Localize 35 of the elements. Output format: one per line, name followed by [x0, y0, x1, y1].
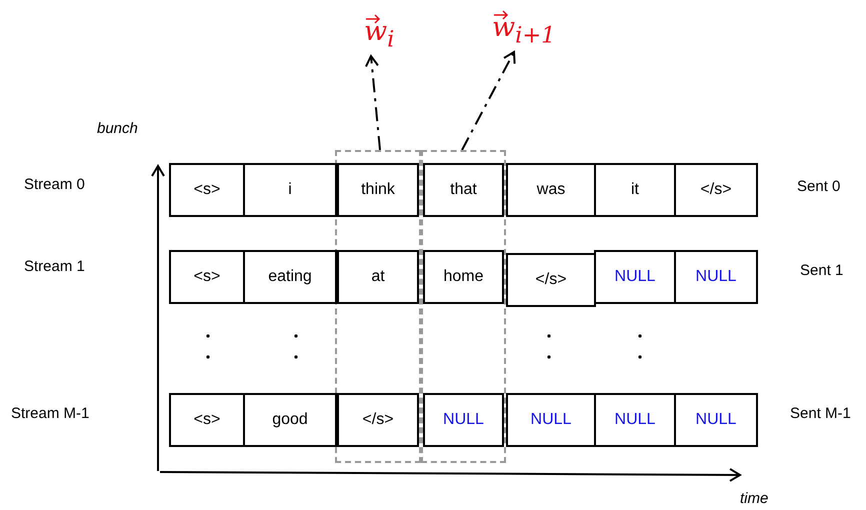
token-cell: was — [506, 163, 596, 217]
token-cell: <s> — [169, 163, 245, 217]
token-cell: NULL — [674, 393, 758, 447]
vector-label: w$_{i}$ — [364, 8, 394, 52]
sentence-label: Sent 1 — [800, 262, 844, 279]
arrow — [364, 55, 381, 150]
window-box — [421, 150, 506, 463]
token-cell: NULL — [423, 393, 504, 447]
token-cell: that — [423, 163, 504, 217]
token-cell: NULL — [594, 250, 676, 304]
token-cell: </s> — [674, 163, 758, 217]
token-cell: at — [337, 250, 419, 304]
token-cell: home — [423, 250, 504, 304]
window-box — [335, 150, 421, 463]
token-cell: </s> — [506, 253, 596, 307]
axis-label: bunch — [97, 120, 138, 137]
token-cell: think — [337, 163, 419, 217]
token-cell: eating — [243, 250, 337, 304]
axis-label: time — [740, 490, 768, 507]
stream-label: Stream 1 — [24, 258, 85, 275]
sentence-label: Sent M-1 — [790, 405, 851, 422]
token-cell: <s> — [169, 250, 245, 304]
arrow — [461, 51, 516, 150]
token-cell: i — [243, 163, 337, 217]
sentence-label: Sent 0 — [797, 178, 840, 195]
token-cell: good — [243, 393, 337, 447]
vector-label: w$_{i+1}$ — [492, 4, 556, 48]
token-cell: NULL — [594, 393, 676, 447]
token-cell: NULL — [674, 250, 758, 304]
token-cell: it — [594, 163, 676, 217]
token-cell: NULL — [506, 393, 596, 447]
stream-label: Stream 0 — [24, 176, 85, 193]
token-cell: </s> — [337, 393, 419, 447]
token-cell: <s> — [169, 393, 245, 447]
stream-label: Stream M-1 — [11, 405, 90, 422]
